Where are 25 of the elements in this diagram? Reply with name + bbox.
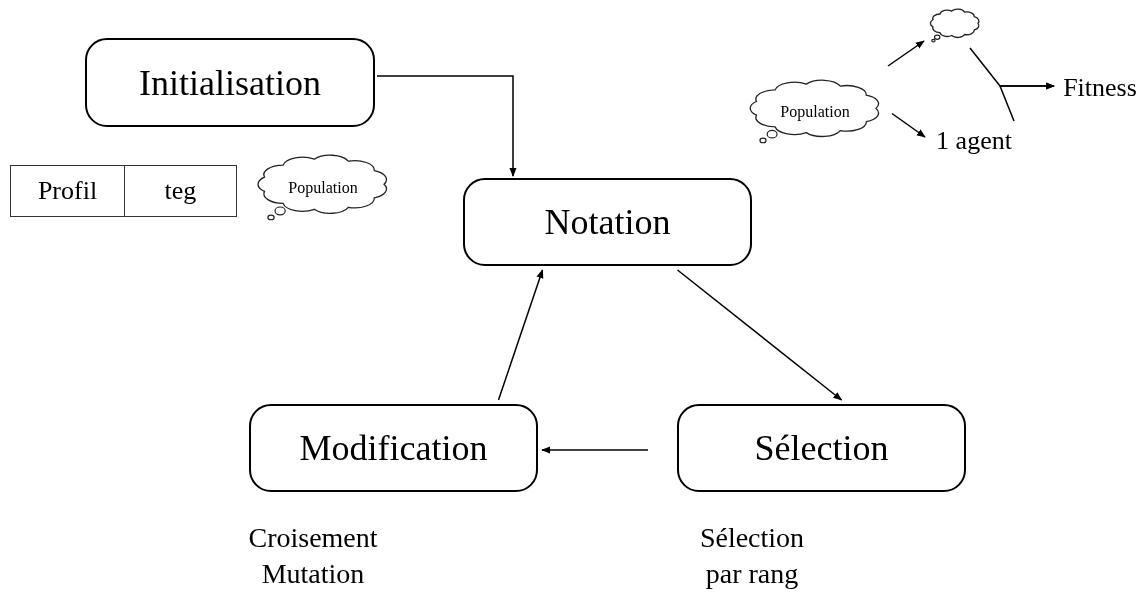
node-caption: Sélection par rang	[698, 521, 806, 592]
node-label: teg	[164, 176, 197, 206]
table-cell	[124, 165, 237, 217]
node-label: 1 agent	[928, 125, 1020, 157]
process-box	[249, 404, 538, 492]
arrow	[497, 269, 544, 401]
arrow	[376, 75, 517, 177]
process-box	[463, 178, 752, 266]
node-label: Sélection	[754, 427, 889, 469]
arrow	[887, 40, 925, 67]
node-label: Initialisation	[139, 61, 321, 104]
arrow	[541, 446, 649, 454]
cloud-label: Population	[780, 102, 850, 121]
node-label: Notation	[544, 201, 671, 243]
arrow	[676, 269, 843, 401]
process-box	[85, 38, 375, 127]
node-label: Fitness	[1056, 72, 1144, 104]
process-box	[677, 404, 966, 492]
node-label: Profil	[37, 176, 98, 206]
arrow	[891, 112, 926, 138]
node-caption: Croisement Mutation	[247, 521, 379, 592]
node-label: Modification	[299, 427, 488, 469]
cloud-label: Population	[288, 178, 358, 197]
table-cell	[10, 165, 125, 217]
arrow	[998, 82, 1055, 122]
